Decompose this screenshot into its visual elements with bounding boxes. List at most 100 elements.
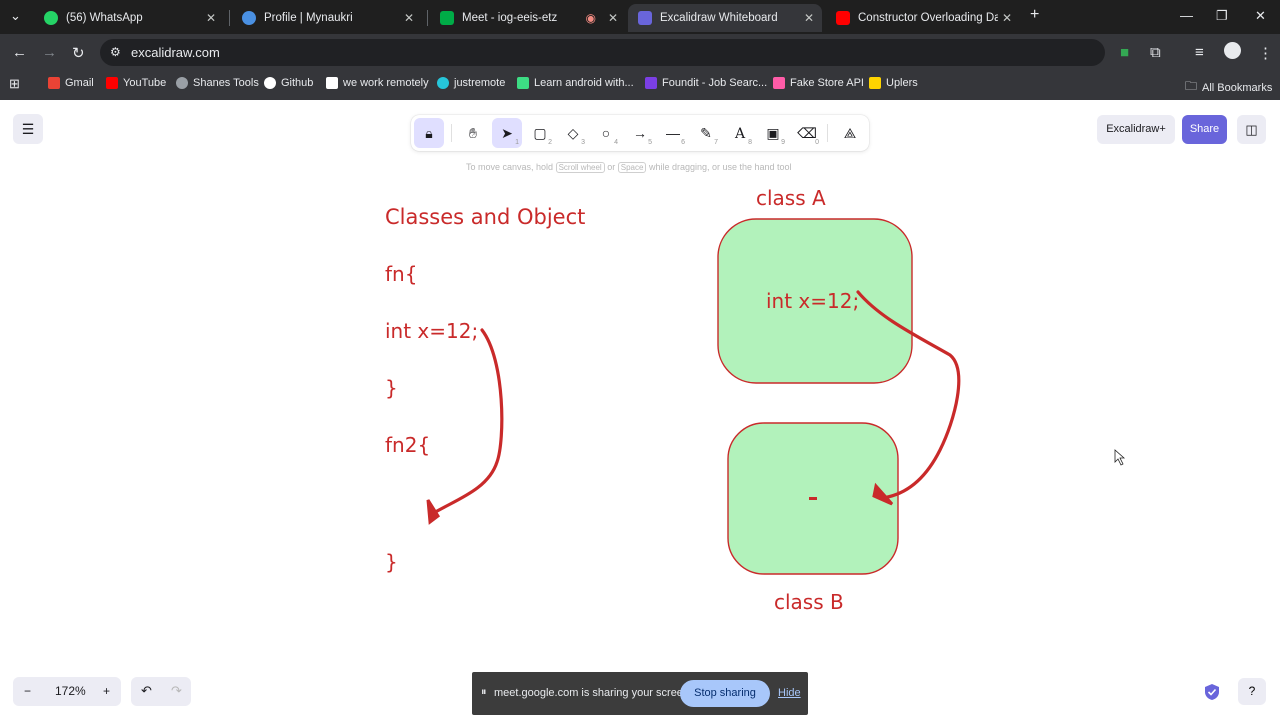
foundit-icon <box>645 77 657 89</box>
main-menu-button[interactable]: ☰ <box>13 114 43 144</box>
all-bookmarks[interactable]: 🗀All Bookmarks <box>1185 77 1272 98</box>
pointer-icon: ➤ <box>501 125 513 141</box>
title-text[interactable]: Classes and Object <box>385 205 585 229</box>
close-icon[interactable]: ✕ <box>607 11 618 25</box>
draw-tool-button[interactable]: ✎7 <box>700 125 718 146</box>
bookmark-fake-store[interactable]: Fake Store API <box>773 77 864 89</box>
tab-search-icon[interactable]: ⌄ <box>10 8 21 23</box>
naukri-icon <box>242 11 256 25</box>
bookmark-github[interactable]: Github <box>264 77 313 89</box>
excalidraw-canvas[interactable] <box>0 100 1280 720</box>
minimize-icon[interactable]: — <box>1180 8 1193 23</box>
tab-mynaukri[interactable]: Profile | Mynaukri ✕ <box>232 4 422 32</box>
fakestore-icon <box>773 77 785 89</box>
bookmark-learn-android[interactable]: Learn android with... <box>517 77 634 89</box>
right-arrow-head <box>872 482 894 506</box>
close-icon[interactable]: ✕ <box>1001 11 1012 25</box>
diamond-icon: ◇ <box>567 125 579 141</box>
ellipse-icon: ○ <box>601 125 611 141</box>
extension-icon[interactable]: ■ <box>1120 44 1130 61</box>
window-close-icon[interactable]: ✕ <box>1255 8 1266 23</box>
profile-avatar[interactable] <box>1224 42 1241 59</box>
stop-sharing-button[interactable]: Stop sharing <box>680 680 770 707</box>
line-icon: — <box>666 125 680 141</box>
zoom-controls: − 172% + <box>13 677 121 706</box>
hide-button[interactable]: Hide <box>778 687 801 699</box>
close-brace-2[interactable]: } <box>385 550 398 574</box>
globe-icon <box>176 77 188 89</box>
undo-icon[interactable]: ↶ <box>141 683 152 698</box>
shield-icon[interactable] <box>1204 683 1220 701</box>
extra-tools-button[interactable]: ⟁ <box>835 118 865 148</box>
class-b-label[interactable]: class B <box>774 590 844 614</box>
media-controls-icon[interactable]: ≡ <box>1195 44 1204 61</box>
pencil-icon: ✎ <box>700 125 712 141</box>
tab-meet[interactable]: Meet - iog-eeis-etz ◉ ✕ <box>430 4 626 32</box>
lock-tool-button[interactable]: 🔒︎ <box>414 118 444 148</box>
youtube-icon <box>106 77 118 89</box>
class-a-label[interactable]: class A <box>756 186 826 210</box>
apps-icon[interactable]: ⊞ <box>9 76 20 91</box>
hand-icon: ✋︎ <box>469 125 477 141</box>
selection-tool-button[interactable]: ➤1 <box>492 118 522 148</box>
bookmark-foundit[interactable]: Foundit - Job Searc... <box>645 77 767 89</box>
ellipse-tool-button[interactable]: ○4 <box>601 125 618 146</box>
zoom-out-button[interactable]: − <box>24 684 32 698</box>
line-tool-button[interactable]: —6 <box>666 125 685 146</box>
address-bar[interactable]: ⚙ excalidraw.com <box>100 39 1105 66</box>
restore-icon[interactable]: ❐ <box>1216 8 1228 23</box>
screen-share-bar: ⏸ meet.google.com is sharing your screen… <box>472 672 808 715</box>
arrow-tool-button[interactable]: →5 <box>633 125 652 146</box>
site-info-icon[interactable]: ⚙ <box>110 45 121 59</box>
share-button[interactable]: Share <box>1182 115 1227 144</box>
library-sidebar-button[interactable]: ◫ <box>1237 115 1266 144</box>
bookmark-youtube[interactable]: YouTube <box>106 77 166 89</box>
left-arrow-line[interactable] <box>430 328 504 516</box>
bookmark-uplers[interactable]: Uplers <box>869 77 918 89</box>
right-arrow-line[interactable] <box>856 290 961 500</box>
int-left-text[interactable]: int x=12; <box>385 319 478 343</box>
android-icon <box>517 77 529 89</box>
shapes-icon: ⟁ <box>843 125 857 141</box>
bookmark-justremote[interactable]: justremote <box>437 77 505 89</box>
rectangle-tool-button[interactable]: ▢2 <box>533 125 552 146</box>
redo-icon[interactable]: ↷ <box>171 683 182 698</box>
eraser-tool-button[interactable]: ⌫0 <box>797 125 819 146</box>
forward-icon[interactable]: → <box>42 44 57 61</box>
fn-text[interactable]: fn{ <box>385 262 417 286</box>
int-right-text[interactable]: int x=12; <box>766 289 859 313</box>
fn2-text[interactable]: fn2{ <box>385 433 430 457</box>
small-mark <box>809 497 817 500</box>
tab-whatsapp[interactable]: (56) WhatsApp ✕ <box>34 4 224 32</box>
class-a-box[interactable] <box>717 218 913 384</box>
diamond-tool-button[interactable]: ◇3 <box>567 125 585 146</box>
close-icon[interactable]: ✕ <box>403 11 414 25</box>
github-icon <box>264 77 276 89</box>
bookmark-shanes-tools[interactable]: Shanes Tools <box>176 77 259 89</box>
zoom-level[interactable]: 172% <box>55 684 86 698</box>
folder-icon: 🗀 <box>1185 79 1198 93</box>
excalidraw-plus-button[interactable]: Excalidraw+ <box>1097 115 1175 144</box>
back-icon[interactable]: ← <box>12 44 27 61</box>
bookmarks-bar: ⊞ Gmail YouTube Shanes Tools Github we w… <box>0 70 1280 100</box>
new-tab-icon[interactable]: + <box>1030 6 1040 23</box>
excalidraw-icon <box>638 11 652 25</box>
reload-icon[interactable]: ↻ <box>72 45 85 62</box>
youtube-icon <box>836 11 850 25</box>
close-icon[interactable]: ✕ <box>205 11 216 25</box>
tab-youtube[interactable]: Constructor Overloading Day 3 ✕ <box>826 4 1020 32</box>
pause-icon: ⏸ <box>481 686 487 698</box>
extensions-puzzle-icon[interactable]: ⧉ <box>1150 44 1161 61</box>
sidebar-icon: ◫ <box>1245 122 1258 137</box>
help-button[interactable]: ? <box>1238 678 1266 705</box>
tab-excalidraw[interactable]: Excalidraw Whiteboard ✕ <box>628 4 822 32</box>
image-tool-button[interactable]: ▣9 <box>766 125 785 146</box>
bookmark-we-work-remotely[interactable]: we work remotely <box>326 77 429 89</box>
close-icon[interactable]: ✕ <box>803 11 814 25</box>
menu-kebab-icon[interactable]: ⋮ <box>1258 45 1273 62</box>
bookmark-gmail[interactable]: Gmail <box>48 77 94 89</box>
zoom-in-button[interactable]: + <box>103 684 111 698</box>
close-brace-1[interactable]: } <box>385 376 398 400</box>
hand-tool-button[interactable]: ✋︎ <box>458 118 488 148</box>
